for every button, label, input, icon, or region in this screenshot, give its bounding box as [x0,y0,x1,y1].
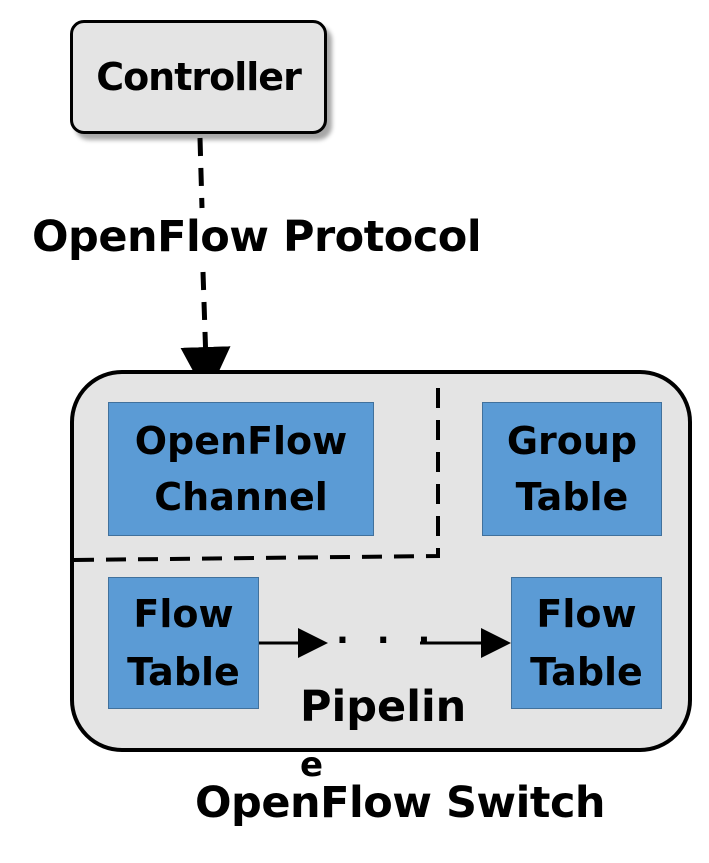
openflow-switch-label: OpenFlow Switch [195,778,606,828]
flow-table-last-line2: Table [530,650,643,694]
group-table-line2: Table [515,475,629,519]
flow-table-last-line1: Flow [536,592,637,636]
pipeline-label-line1: Pipelin [300,682,467,732]
openflow-channel-box: OpenFlow Channel [108,402,374,536]
controller-box: Controller [70,20,327,134]
pipeline-label-line2: e [300,745,324,785]
pipeline-ellipsis: . . . [336,612,439,652]
openflow-channel-line1: OpenFlow [134,419,348,463]
flow-table-first-box: Flow Table [108,577,259,709]
flow-table-first-line2: Table [127,650,240,694]
openflow-channel-line2: Channel [154,475,328,519]
protocol-label: OpenFlow Protocol [32,212,482,262]
group-table-line1: Group [506,419,638,463]
protocol-connector-upper [197,137,205,209]
group-table-box: Group Table [482,402,662,536]
channel-region-boundary [73,376,440,562]
flow-table-last-box: Flow Table [511,577,662,709]
controller-label: Controller [96,55,302,99]
flow-table-first-line1: Flow [133,592,234,636]
